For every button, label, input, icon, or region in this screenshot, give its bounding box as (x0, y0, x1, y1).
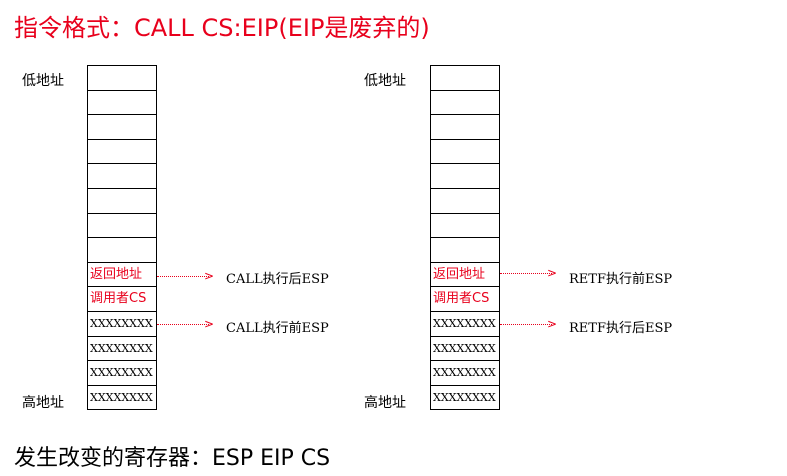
stack-cell-caller-cs: 调用者CS (431, 287, 499, 312)
low-address-label: 低地址 (22, 73, 64, 89)
high-address-label: 高地址 (364, 395, 406, 411)
arrowhead-icon: > (547, 266, 558, 280)
stack-cell-caller-cs: 调用者CS (88, 287, 156, 312)
changed-registers-text: 发生改变的寄存器：ESP EIP CS (14, 446, 331, 471)
stack-cell (88, 91, 156, 116)
stack-cell (88, 164, 156, 189)
stack-cell (431, 66, 499, 91)
esp-arrow-bottom (157, 324, 209, 325)
stack-cell: XXXXXXXX (431, 386, 499, 411)
arrowhead-icon: > (204, 317, 215, 331)
stack-cell (431, 140, 499, 165)
stack-cell (431, 238, 499, 263)
esp-note-top: RETF执行前ESP (569, 272, 673, 287)
stack-cell (88, 66, 156, 91)
stack-cell: XXXXXXXX (431, 361, 499, 386)
stack-cell: XXXXXXXX (431, 312, 499, 337)
stack-cell (431, 91, 499, 116)
stack-cell: XXXXXXXX (431, 337, 499, 362)
low-address-label: 低地址 (364, 73, 406, 89)
stack-cell (431, 214, 499, 239)
stack-cell: XXXXXXXX (88, 337, 156, 362)
stack-column: 返回地址 调用者CS XXXXXXXX XXXXXXXX XXXXXXXX XX… (430, 65, 500, 411)
arrowhead-icon: > (204, 269, 215, 283)
arrowhead-icon: > (547, 317, 558, 331)
stack-cell-return-address: 返回地址 (431, 263, 499, 288)
esp-note-bottom: RETF执行后ESP (569, 321, 673, 336)
stack-cell (431, 164, 499, 189)
stack-cell (88, 214, 156, 239)
stack-cell (431, 189, 499, 214)
stack-cell: XXXXXXXX (88, 361, 156, 386)
stack-cell (88, 115, 156, 140)
high-address-label: 高地址 (22, 395, 64, 411)
esp-note-bottom: CALL执行前ESP (226, 321, 329, 336)
stack-cell: XXXXXXXX (88, 386, 156, 411)
stack-column: 返回地址 调用者CS XXXXXXXX XXXXXXXX XXXXXXXX XX… (87, 65, 157, 411)
esp-arrow-top (500, 273, 552, 274)
stack-cell: XXXXXXXX (88, 312, 156, 337)
stack-cell-return-address: 返回地址 (88, 263, 156, 288)
stack-cell (431, 115, 499, 140)
stack-cell (88, 189, 156, 214)
esp-arrow-top (157, 276, 209, 277)
stack-cell (88, 238, 156, 263)
esp-arrow-bottom (500, 324, 552, 325)
esp-note-top: CALL执行后ESP (226, 272, 329, 287)
page-title: 指令格式：CALL CS:EIP(EIP是废弃的) (14, 14, 430, 42)
stack-cell (88, 140, 156, 165)
